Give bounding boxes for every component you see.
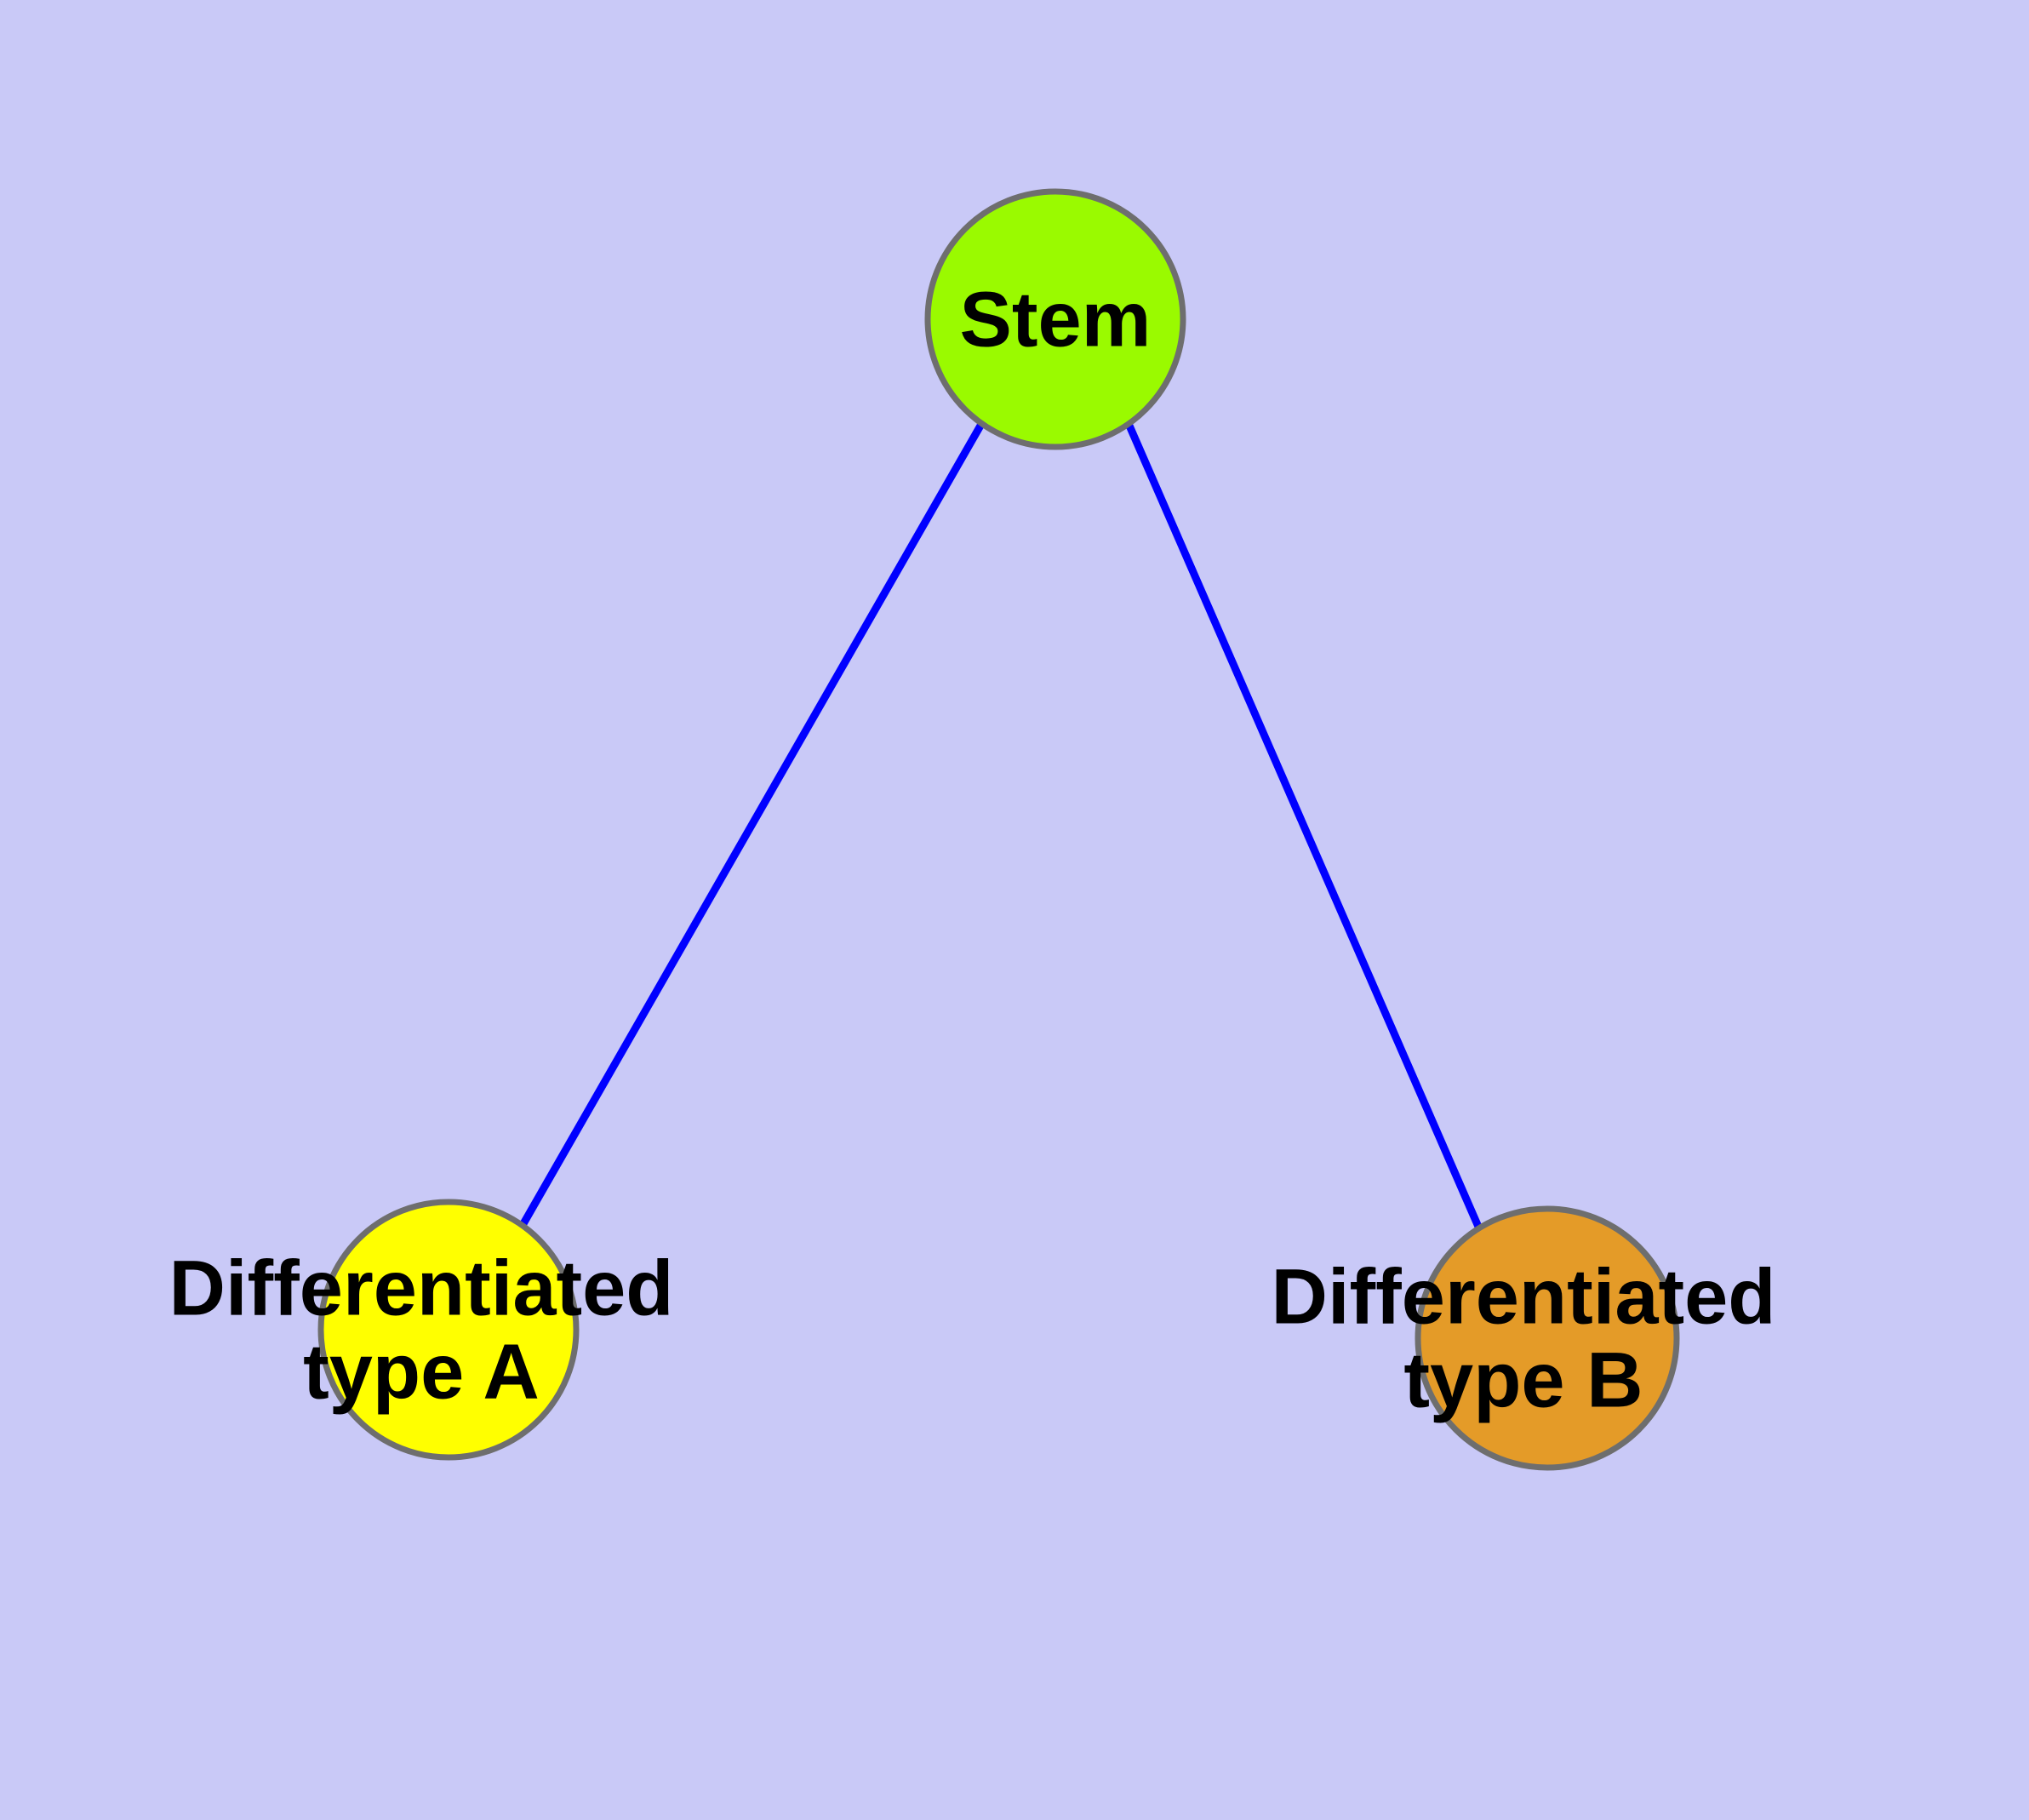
edge-stem-to-diff-a bbox=[518, 423, 984, 1229]
node-circle-diff_a[interactable] bbox=[317, 1199, 580, 1461]
node-label-line: Differentiated bbox=[169, 1245, 674, 1331]
node-label-line: type B bbox=[1403, 1336, 1643, 1423]
node-circle-diff_b[interactable] bbox=[1415, 1205, 1680, 1471]
node-circle-stem[interactable] bbox=[924, 188, 1186, 450]
nodes-layer bbox=[317, 188, 1680, 1471]
node-label-stem: Stem bbox=[960, 276, 1152, 363]
edges-layer bbox=[518, 423, 1483, 1229]
node-label-line: Stem bbox=[960, 276, 1152, 363]
node-label-line: Differentiated bbox=[1272, 1253, 1776, 1340]
edge-stem-to-diff-b bbox=[1125, 424, 1483, 1228]
node-label-line: type A bbox=[303, 1328, 540, 1415]
